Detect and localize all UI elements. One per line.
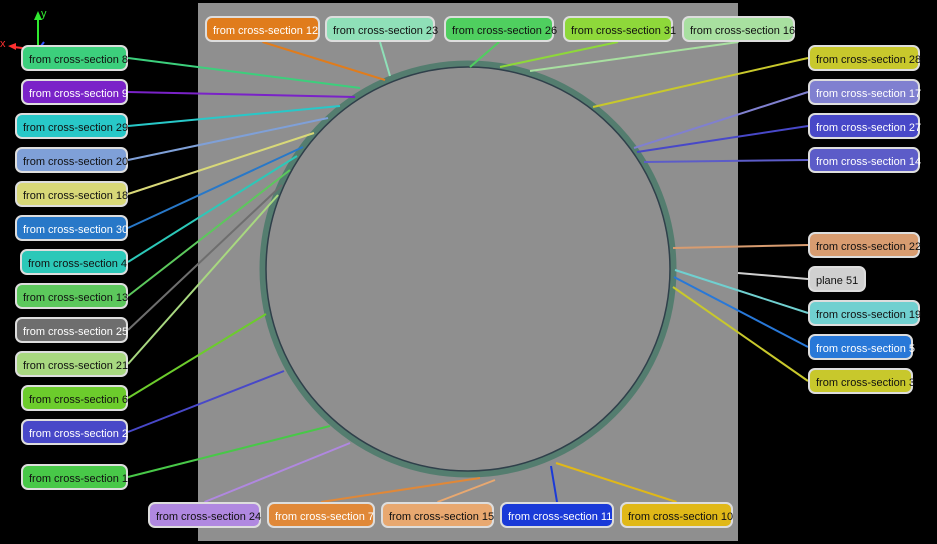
leader-line-cs12: [262, 41, 386, 81]
label-cs2[interactable]: from cross-section 2: [21, 419, 128, 445]
leader-line-cs25: [127, 184, 283, 331]
y-axis-arrow-icon: [34, 11, 42, 20]
label-cs22[interactable]: from cross-section 22: [808, 232, 921, 258]
label-cs12[interactable]: from cross-section 12: [205, 16, 320, 42]
leader-line-cs1: [127, 425, 331, 478]
leader-line-cs26: [469, 41, 500, 68]
label-cs21[interactable]: from cross-section 21: [15, 351, 128, 377]
label-cs7[interactable]: from cross-section 7: [267, 502, 375, 528]
leader-line-cs15: [437, 479, 496, 503]
leader-line-cs16: [529, 41, 739, 72]
label-cs16[interactable]: from cross-section 16: [682, 16, 795, 42]
leader-line-cs29: [127, 105, 341, 127]
leader-line-cs13: [127, 169, 291, 297]
label-cs3[interactable]: from cross-section 3: [808, 368, 915, 394]
leader-line-cs7: [320, 477, 481, 503]
cross-section-circle-inner: [265, 66, 671, 472]
label-cs14[interactable]: from cross-section 14: [808, 147, 921, 173]
leader-line-cs27: [636, 125, 809, 153]
label-cs4[interactable]: from cross-section 4: [20, 249, 128, 275]
label-cs8[interactable]: from cross-section 8: [21, 45, 128, 71]
label-cs10[interactable]: from cross-section 10: [620, 502, 733, 528]
cross-section-plane[interactable]: [198, 3, 738, 541]
label-cs29[interactable]: from cross-section 29: [15, 113, 128, 139]
leader-lines: [127, 41, 809, 503]
label-cs17[interactable]: from cross-section 17: [808, 79, 921, 105]
label-cs20[interactable]: from cross-section 20: [15, 147, 128, 173]
label-cs6[interactable]: from cross-section 6: [21, 385, 128, 411]
leader-line-cs19: [674, 269, 809, 314]
leader-line-cs28: [592, 57, 809, 108]
leader-line-p51: [737, 272, 809, 280]
label-cs18[interactable]: from cross-section 18: [15, 181, 128, 207]
leader-line-cs17: [633, 91, 809, 149]
leader-line-cs6: [127, 313, 267, 399]
leader-line-cs24: [204, 442, 351, 503]
label-cs23[interactable]: from cross-section 23: [325, 16, 438, 42]
leader-line-cs22: [672, 244, 809, 249]
leader-line-cs31: [499, 41, 619, 68]
label-cs15[interactable]: from cross-section 15: [381, 502, 494, 528]
label-cs1[interactable]: from cross-section 1: [21, 464, 128, 490]
leader-line-cs21: [127, 194, 279, 365]
x-axis-arrow-icon: [8, 43, 16, 50]
leader-line-cs20: [127, 117, 329, 161]
label-cs11[interactable]: from cross-section 11: [500, 502, 614, 528]
label-cs24[interactable]: from cross-section 24: [148, 502, 261, 528]
label-cs31[interactable]: from cross-section 31: [563, 16, 676, 42]
label-p51[interactable]: plane 51: [808, 266, 866, 292]
label-cs26[interactable]: from cross-section 26: [444, 16, 557, 42]
label-cs13[interactable]: from cross-section 13: [15, 283, 128, 309]
leader-line-cs2: [127, 370, 285, 433]
label-cs28[interactable]: from cross-section 28: [808, 45, 921, 71]
leader-line-cs9: [127, 91, 356, 98]
leader-line-cs14: [643, 159, 809, 163]
leader-line-cs5: [673, 276, 809, 348]
y-axis-label: y: [41, 8, 47, 20]
label-cs30[interactable]: from cross-section 30: [15, 215, 128, 241]
leader-line-cs30: [127, 146, 304, 229]
label-cs27[interactable]: from cross-section 27: [808, 113, 921, 139]
x-axis-label: x: [0, 38, 6, 50]
label-cs9[interactable]: from cross-section 9: [21, 79, 128, 105]
leader-line-cs10: [555, 462, 677, 503]
leader-line-cs11: [550, 465, 558, 503]
leader-line-cs23: [379, 41, 391, 77]
label-cs25[interactable]: from cross-section 25: [15, 317, 128, 343]
leader-line-cs18: [127, 132, 315, 195]
label-cs5[interactable]: from cross-section 5: [808, 334, 915, 360]
leader-line-cs8: [127, 57, 361, 89]
leader-line-cs4: [127, 155, 298, 263]
leader-line-cs3: [672, 286, 809, 382]
label-cs19[interactable]: from cross-section 19: [808, 300, 921, 326]
cross-section-circle[interactable]: [259, 60, 677, 478]
